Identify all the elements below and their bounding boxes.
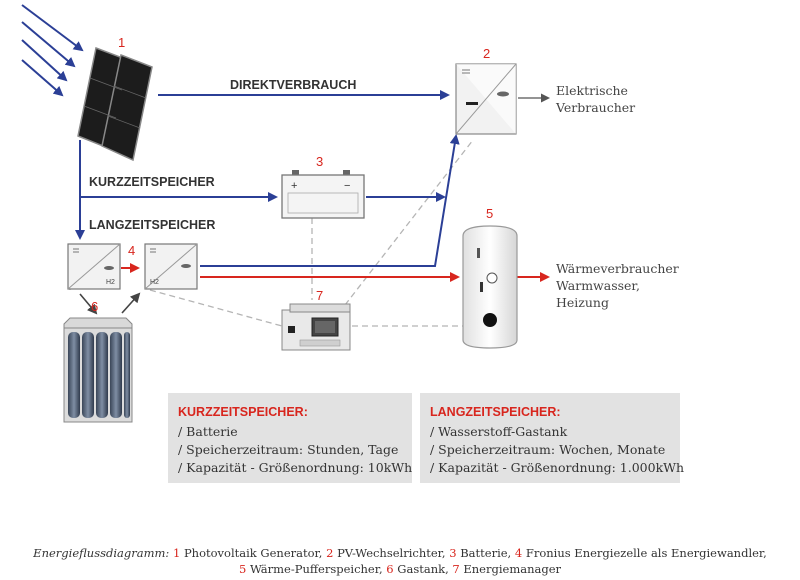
caption-text: Gastank, — [397, 562, 449, 576]
electric-consumers-line-2: Verbraucher — [555, 100, 635, 115]
caption-text: Batterie, — [460, 546, 512, 560]
label-4: 4 — [128, 243, 135, 258]
caption-num: 3 — [449, 546, 457, 560]
label-5: 5 — [486, 206, 493, 221]
label-2: 2 — [483, 46, 490, 61]
energy-manager-icon — [281, 303, 351, 351]
info-box-kurz-line: / Kapazität - Größenordnung: 10kWh — [178, 460, 413, 475]
svg-text:−: − — [344, 180, 350, 192]
caption-num: 4 — [514, 546, 523, 560]
energy-cell-converter-left-icon — [67, 243, 121, 290]
flow-gas-tank — [79, 292, 141, 315]
energy-cell-converter-right-icon — [144, 243, 198, 290]
caption-num: 1 — [172, 546, 181, 560]
battery-icon: + − — [281, 170, 365, 219]
sun-rays — [21, 4, 84, 97]
info-box-kurz-title: KURZZEITSPEICHER: — [178, 405, 308, 419]
info-box-lang-line: / Wasserstoff-Gastank — [430, 424, 568, 439]
label-1: 1 — [118, 35, 125, 50]
electric-consumers-line-1: Elektrische — [556, 83, 628, 98]
info-box-kurz-line: / Batterie — [178, 424, 238, 439]
flow-heat — [121, 263, 550, 282]
label-6: 6 — [91, 299, 98, 314]
heat-consumers-line-3: Heizung — [556, 295, 609, 310]
flow-label-langzeitspeicher: LANGZEITSPEICHER — [89, 218, 215, 232]
caption-text: Fronius Energiezelle als Energiewandler, — [525, 546, 767, 560]
h2-label-left: H2 — [106, 279, 115, 286]
caption-text: Wärme-Pufferspeicher, — [249, 562, 383, 576]
caption-num: 6 — [386, 562, 394, 576]
caption-text: PV-Wechselrichter, — [337, 546, 446, 560]
heat-buffer-tank-icon — [462, 225, 518, 349]
heat-consumers-line-1: Wärmeverbraucher — [556, 261, 679, 276]
info-box-lang-line: / Speicherzeitraum: Wochen, Monate — [430, 442, 666, 457]
caption-num: 5 — [238, 562, 247, 576]
label-7: 7 — [316, 288, 323, 303]
caption-lead: Energieflussdiagramm: — [33, 546, 170, 560]
info-box-kurzzeitspeicher: KURZZEITSPEICHER: / Batterie / Speicherz… — [168, 393, 412, 483]
energy-manager-links — [69, 139, 474, 327]
info-box-lang-line: / Kapazität - Größenordnung: 1.000kWh — [430, 460, 685, 475]
info-box-lang-title: LANGZEITSPEICHER: — [430, 405, 561, 419]
label-3: 3 — [316, 154, 323, 169]
info-box-langzeitspeicher: LANGZEITSPEICHER: / Wasserstoff-Gastank … — [420, 393, 685, 483]
pv-inverter-icon — [455, 63, 517, 135]
gas-tank-icon — [63, 317, 133, 423]
diagram-caption: Energieflussdiagramm: 1 Photovoltaik Gen… — [0, 545, 800, 577]
flow-battery-to-inverter — [200, 134, 460, 267]
flow-label-direktverbrauch: DIREKTVERBRAUCH — [230, 78, 356, 92]
caption-num: 7 — [452, 562, 460, 576]
svg-text:+: + — [291, 180, 297, 192]
caption-text: Energiemanager — [463, 562, 562, 576]
info-box-kurz-line: / Speicherzeitraum: Stunden, Tage — [178, 442, 399, 457]
flow-label-kurzzeitspeicher: KURZZEITSPEICHER — [89, 175, 215, 189]
caption-num: 2 — [326, 546, 334, 560]
h2-label-right: H2 — [150, 279, 159, 286]
pv-generator-icon — [77, 46, 153, 162]
heat-consumers-line-2: Warmwasser, — [556, 278, 640, 293]
caption-text: Photovoltaik Generator, — [183, 546, 323, 560]
